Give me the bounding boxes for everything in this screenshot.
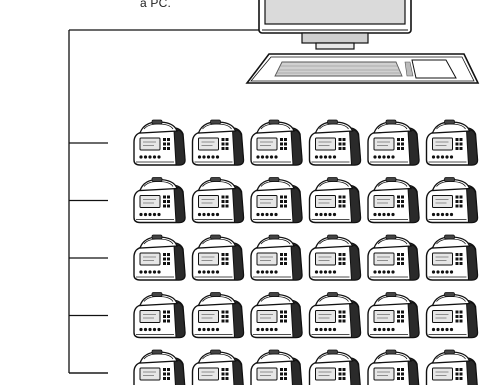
pc-monitor (258, 0, 412, 50)
thermal-cycler-r5c6 (425, 349, 479, 385)
thermal-cycler-r4c1 (133, 291, 186, 339)
thermal-cycler-r3c1 (133, 234, 186, 281)
thermal-cycler-r2c6 (425, 176, 479, 224)
thermal-cycler-r2c4 (308, 176, 362, 224)
thermal-cycler-r4c4 (308, 291, 362, 339)
thermal-cycler-r1c4 (308, 119, 362, 166)
thermal-cycler-r4c5 (367, 291, 420, 339)
thermal-cycler-r2c2 (191, 176, 245, 224)
thermal-cycler-r1c1 (133, 119, 186, 166)
thermal-cycler-r1c3 (250, 119, 303, 166)
thermal-cycler-r1c6 (425, 119, 479, 166)
thermal-cycler-r3c2 (191, 234, 245, 281)
thermal-cycler-r4c2 (191, 291, 245, 339)
thermal-cycler-r1c5 (367, 119, 420, 166)
thermal-cycler-r5c3 (250, 349, 303, 385)
pc-keyboard (245, 53, 480, 84)
connection-branches (69, 142, 108, 374)
thermal-cycler-r5c5 (367, 349, 420, 385)
thermal-cycler-r5c4 (308, 349, 362, 385)
thermal-cycler-r4c6 (425, 291, 479, 339)
thermal-cycler-r2c3 (250, 176, 303, 224)
thermal-cycler-r3c4 (308, 234, 362, 281)
thermal-cycler-r3c5 (367, 234, 420, 281)
caption-fragment: a PC. (140, 0, 172, 10)
thermal-cycler-r4c3 (250, 291, 303, 339)
thermal-cycler-r5c2 (191, 349, 245, 385)
thermal-cycler-r3c3 (250, 234, 303, 281)
thermal-cycler-r1c2 (191, 119, 245, 166)
device-grid (133, 119, 479, 385)
thermal-cycler-r2c5 (367, 176, 420, 224)
thermal-cycler-r2c1 (133, 176, 186, 224)
thermal-cycler-r5c1 (133, 349, 186, 385)
thermal-cycler-r3c6 (425, 234, 479, 281)
